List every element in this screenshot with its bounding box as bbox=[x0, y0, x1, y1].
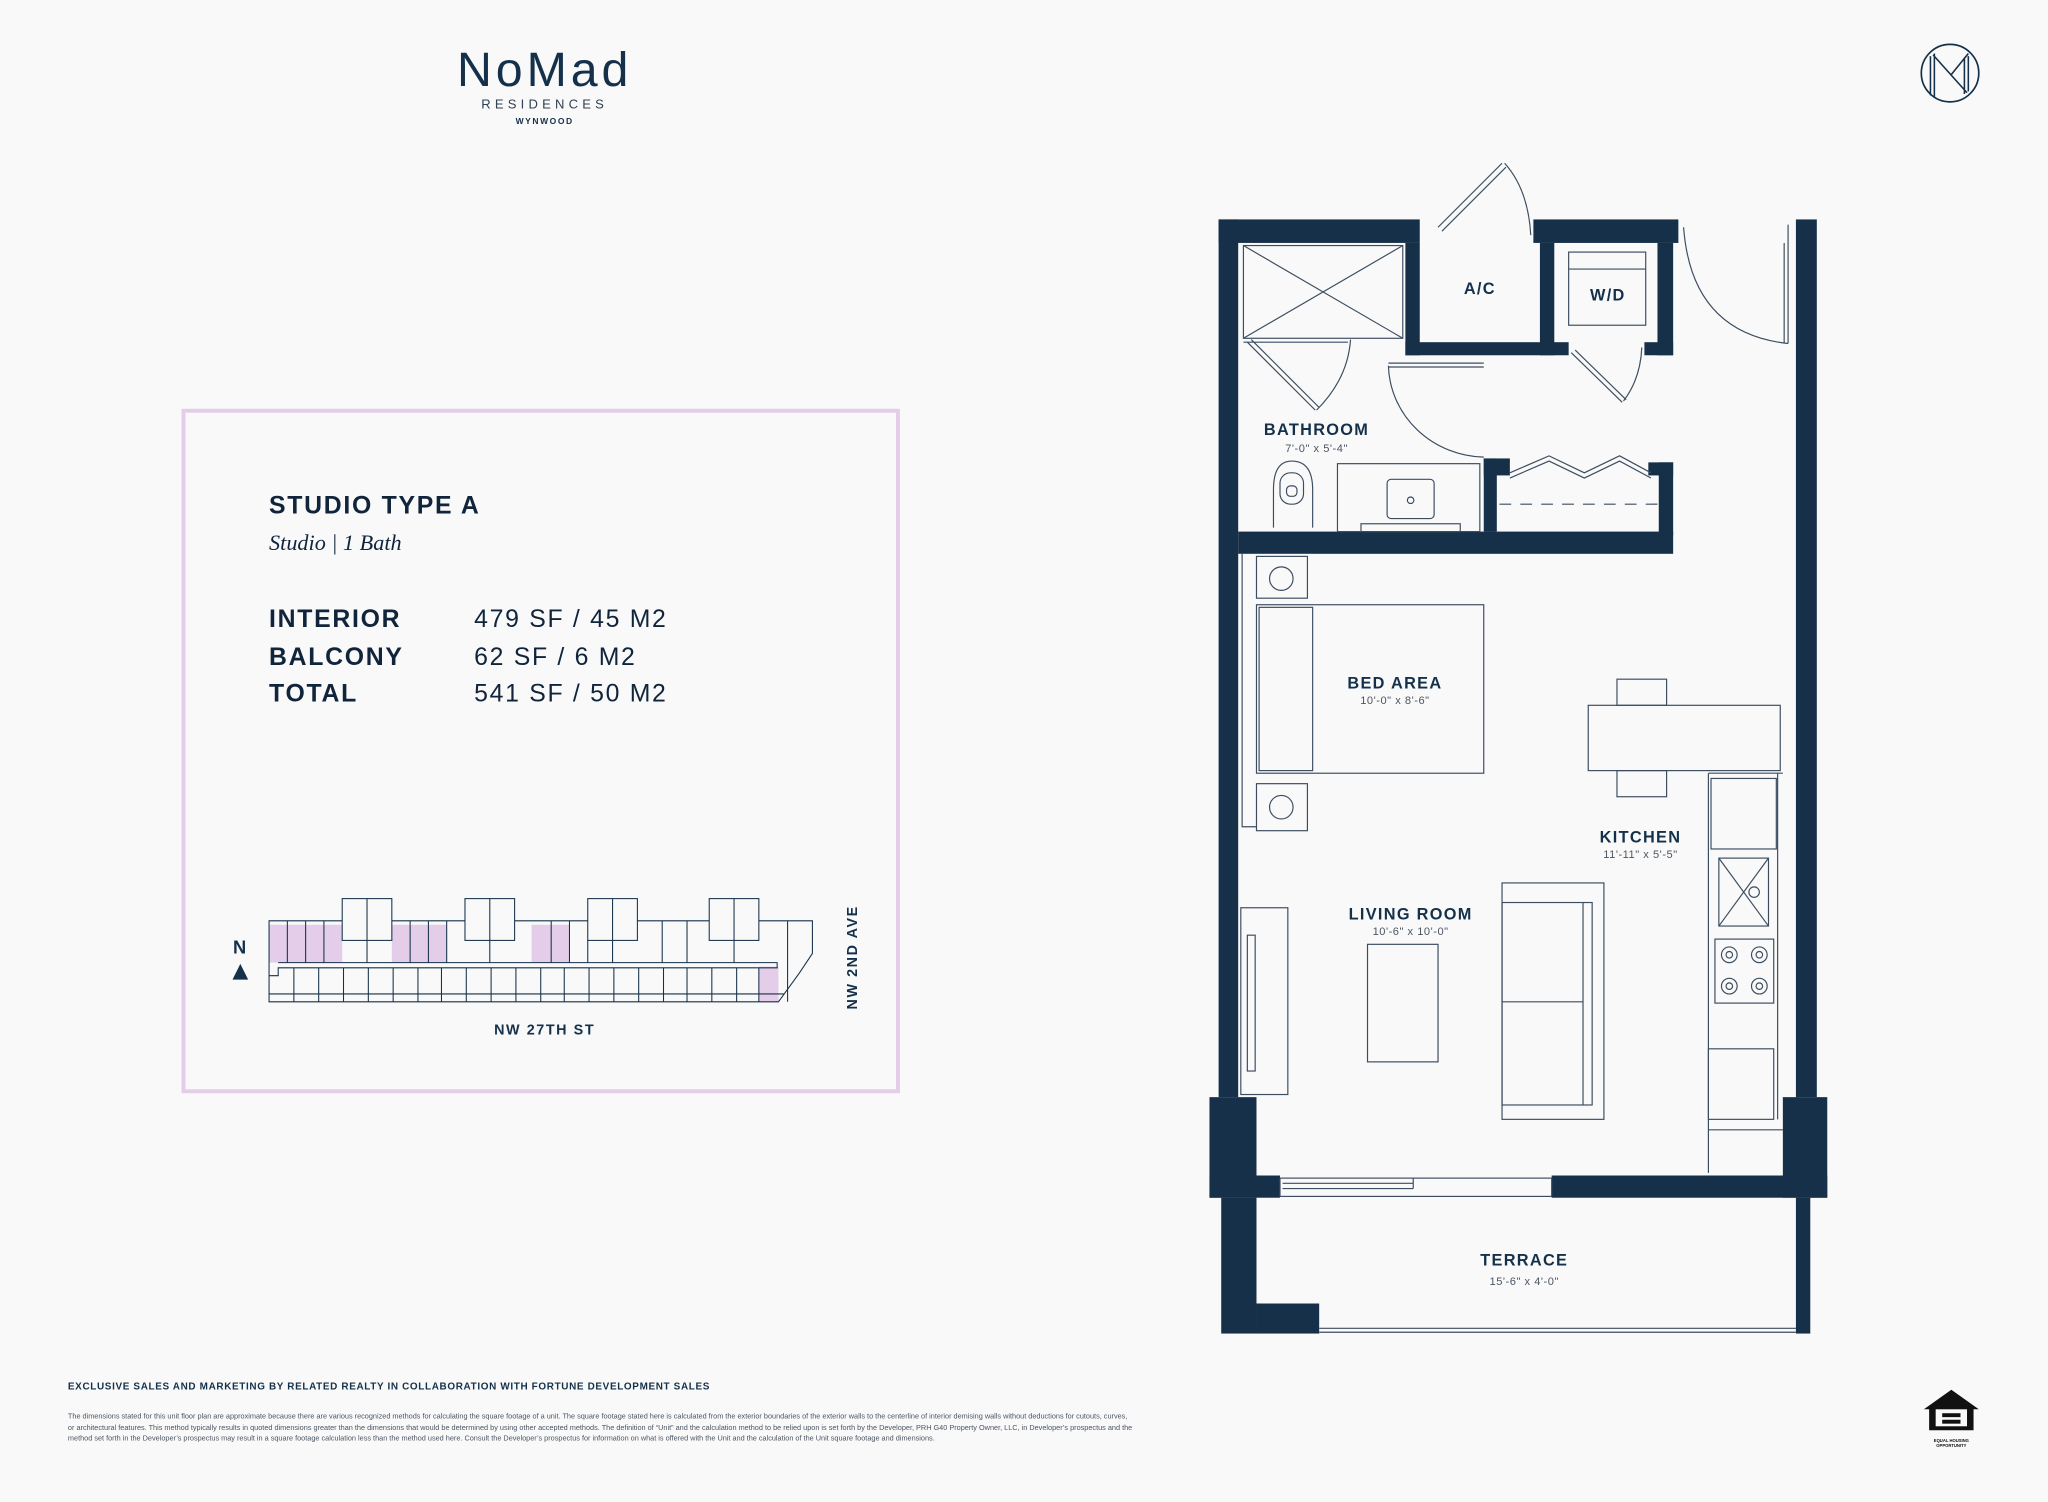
equal-housing-logo: EQUAL HOUSING OPPORTUNITY bbox=[1921, 1387, 1981, 1448]
area-row-interior: INTERIOR 479 SF / 45 M2 bbox=[269, 606, 668, 635]
room-dim-kitchen: 11'-11" x 5'-5" bbox=[1603, 849, 1677, 861]
room-label-ac: A/C bbox=[1464, 280, 1496, 298]
room-label-kitchen: KITCHEN bbox=[1600, 828, 1682, 846]
brand-logo: NoMad RESIDENCES WYNWOOD bbox=[392, 43, 698, 127]
room-labels: BATHROOM 7'-0" x 5'-4" A/C W/D BED AREA … bbox=[1264, 280, 1682, 1288]
unit-subtitle: Studio | 1 Bath bbox=[269, 530, 402, 556]
area-row-total: TOTAL 541 SF / 50 M2 bbox=[269, 680, 668, 709]
brand-name: NoMad bbox=[456, 43, 633, 97]
room-dim-terrace: 15'-6" x 4'-0" bbox=[1490, 1276, 1559, 1288]
equal-housing-text: EQUAL HOUSING OPPORTUNITY bbox=[1933, 1438, 1969, 1449]
walls bbox=[1209, 219, 1828, 1334]
room-label-living: LIVING ROOM bbox=[1349, 906, 1473, 924]
north-label: N bbox=[233, 936, 248, 957]
room-dim-bathroom: 7'-0" x 5'-4" bbox=[1285, 443, 1348, 455]
street-label-bottom: NW 27TH ST bbox=[494, 1022, 595, 1038]
area-label: TOTAL bbox=[269, 680, 358, 708]
room-dim-bed: 10'-0" x 8'-6" bbox=[1360, 695, 1429, 707]
area-row-balcony: BALCONY 62 SF / 6 M2 bbox=[269, 644, 637, 673]
monogram-icon bbox=[1920, 43, 1980, 103]
room-label-bathroom: BATHROOM bbox=[1264, 421, 1369, 439]
fixtures bbox=[1240, 162, 1796, 1333]
room-label-terrace: TERRACE bbox=[1480, 1252, 1568, 1270]
room-label-wd: W/D bbox=[1590, 286, 1626, 304]
sales-credit: EXCLUSIVE SALES AND MARKETING BY RELATED… bbox=[67, 1380, 711, 1393]
area-label: BALCONY bbox=[269, 643, 404, 672]
area-value: 541 SF / 50 M2 bbox=[474, 680, 668, 708]
area-value: 62 SF / 6 M2 bbox=[474, 643, 637, 672]
area-label: INTERIOR bbox=[269, 606, 402, 634]
north-arrow-icon bbox=[232, 963, 249, 980]
equal-housing-icon bbox=[1923, 1389, 1979, 1431]
brand-location: WYNWOOD bbox=[515, 117, 574, 127]
brand-sub: RESIDENCES bbox=[481, 97, 608, 113]
key-plan-outline bbox=[268, 898, 813, 1003]
area-value: 479 SF / 45 M2 bbox=[474, 606, 668, 634]
room-label-bed: BED AREA bbox=[1347, 674, 1442, 692]
unit-info-panel bbox=[181, 408, 900, 1094]
street-label-right: NW 2ND AVE bbox=[845, 905, 861, 1009]
disclaimer: The dimensions stated for this unit floo… bbox=[67, 1413, 1133, 1444]
unit-title: STUDIO TYPE A bbox=[269, 492, 481, 520]
room-dim-living: 10'-6" x 10'-0" bbox=[1373, 926, 1449, 938]
